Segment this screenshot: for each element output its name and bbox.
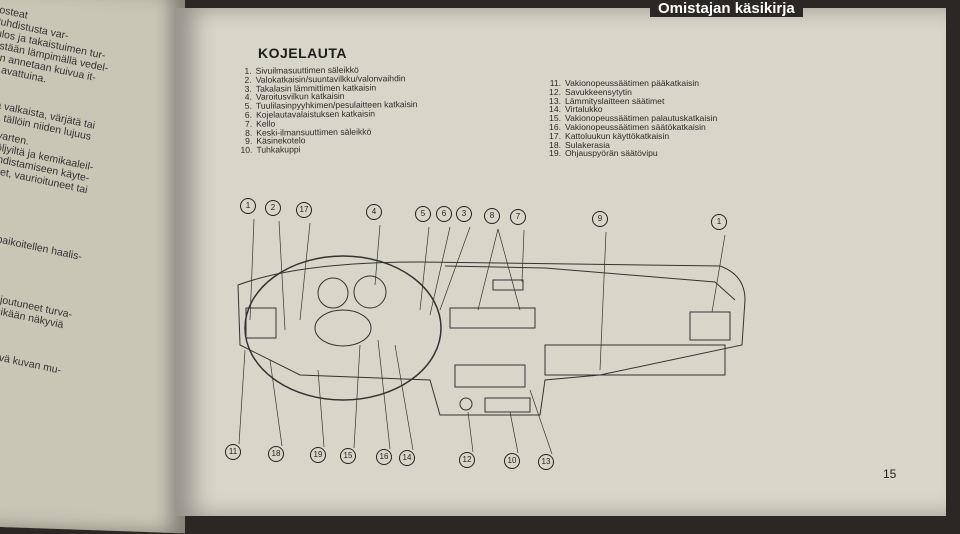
callout-number: 5 [415, 206, 431, 222]
callout-number: 17 [296, 202, 312, 218]
legend-text: Lämmityslaitteen säätimet [565, 95, 665, 106]
callout-number: 9 [592, 211, 608, 227]
tachometer [353, 275, 387, 309]
callout-number: 3 [456, 206, 472, 222]
legend-item: 16. Vakionopeussäätimen säätökatkaisin [543, 123, 717, 132]
steering-wheel [244, 255, 442, 401]
center-vent [449, 307, 536, 329]
legend-number: 17. [549, 130, 561, 141]
legend-number: 14. [549, 104, 561, 115]
dashboard-outline [237, 261, 746, 416]
callout-number: 12 [459, 452, 475, 468]
legend-item: 12. Savukkeensytytin [543, 86, 717, 97]
legend-text: Vakionopeussäätimen säätökatkaisin [565, 121, 706, 132]
legend-item: 17. Kattoluukun käyttökatkaisin [543, 130, 717, 141]
callout-number: 11 [225, 444, 241, 460]
legend-number: 16. [549, 121, 561, 132]
callout-number: 2 [265, 200, 281, 216]
legend-number: 18. [549, 139, 561, 150]
legend-item: 14. Virtalukko [543, 105, 717, 114]
callout-number: 13 [538, 454, 554, 470]
callout-number: 10 [504, 453, 520, 469]
legend-list-right: 11. Vakionopeussäätimen pääkatkaisin 12. Sa… [543, 79, 717, 158]
right-vent [689, 311, 731, 341]
left-vent [245, 307, 277, 339]
dashboard-top-edge [444, 265, 736, 301]
callout-number: 6 [436, 206, 452, 222]
callout-number: 18 [268, 446, 284, 462]
clock [492, 279, 524, 291]
speedometer [317, 277, 349, 309]
callout-number: 4 [366, 204, 382, 220]
legend-text: Vakionopeussäätimen pääkatkaisin [565, 78, 700, 88]
steering-hub [314, 309, 372, 347]
callout-number: 14 [399, 450, 415, 466]
page-title: KOJELAUTA [258, 45, 348, 61]
lighter [459, 397, 473, 411]
glove-box [544, 344, 726, 376]
legend-text: Savukkeensytytin [565, 86, 632, 97]
legend-item: 15. Vakionopeussäätimen palautuskatkaisin [543, 114, 717, 123]
legend-item: 18. Sulakerasia [543, 139, 717, 150]
legend-number: 19. [549, 148, 561, 159]
legend-number: 15. [549, 113, 561, 124]
legend-number: 12. [549, 86, 561, 97]
callout-number: 7 [510, 209, 526, 225]
legend-text: Virtalukko [565, 104, 603, 115]
legend-text: Ohjauspyörän säätövipu [565, 148, 658, 159]
page-number: 15 [883, 467, 897, 481]
legend-number: 11. [549, 78, 561, 88]
legend-text: Vakionopeussäätimen palautuskatkaisin [565, 113, 718, 124]
legend-item: 19. Ohjauspyörän säätövipu [543, 149, 717, 158]
legend-item: 13. Lämmityslaitteen säätimet [543, 95, 717, 106]
radio [454, 364, 526, 388]
callout-number: 1 [711, 214, 727, 230]
callout-number: 15 [340, 448, 356, 464]
callout-number: 16 [376, 449, 392, 465]
leader-lines [238, 218, 726, 455]
callout-number: 8 [484, 208, 500, 224]
legend-text: Kattoluukun käyttökatkaisin [565, 130, 670, 141]
ashtray [484, 397, 531, 413]
legend-number: 13. [549, 95, 561, 106]
callout-number: 1 [240, 198, 256, 214]
legend-text: Sulakerasia [565, 139, 610, 150]
callout-number: 19 [310, 447, 326, 463]
manual-header: Omistajan käsikirja [650, 0, 803, 17]
legend-item: 11. Vakionopeussäätimen pääkatkaisin [543, 79, 717, 88]
